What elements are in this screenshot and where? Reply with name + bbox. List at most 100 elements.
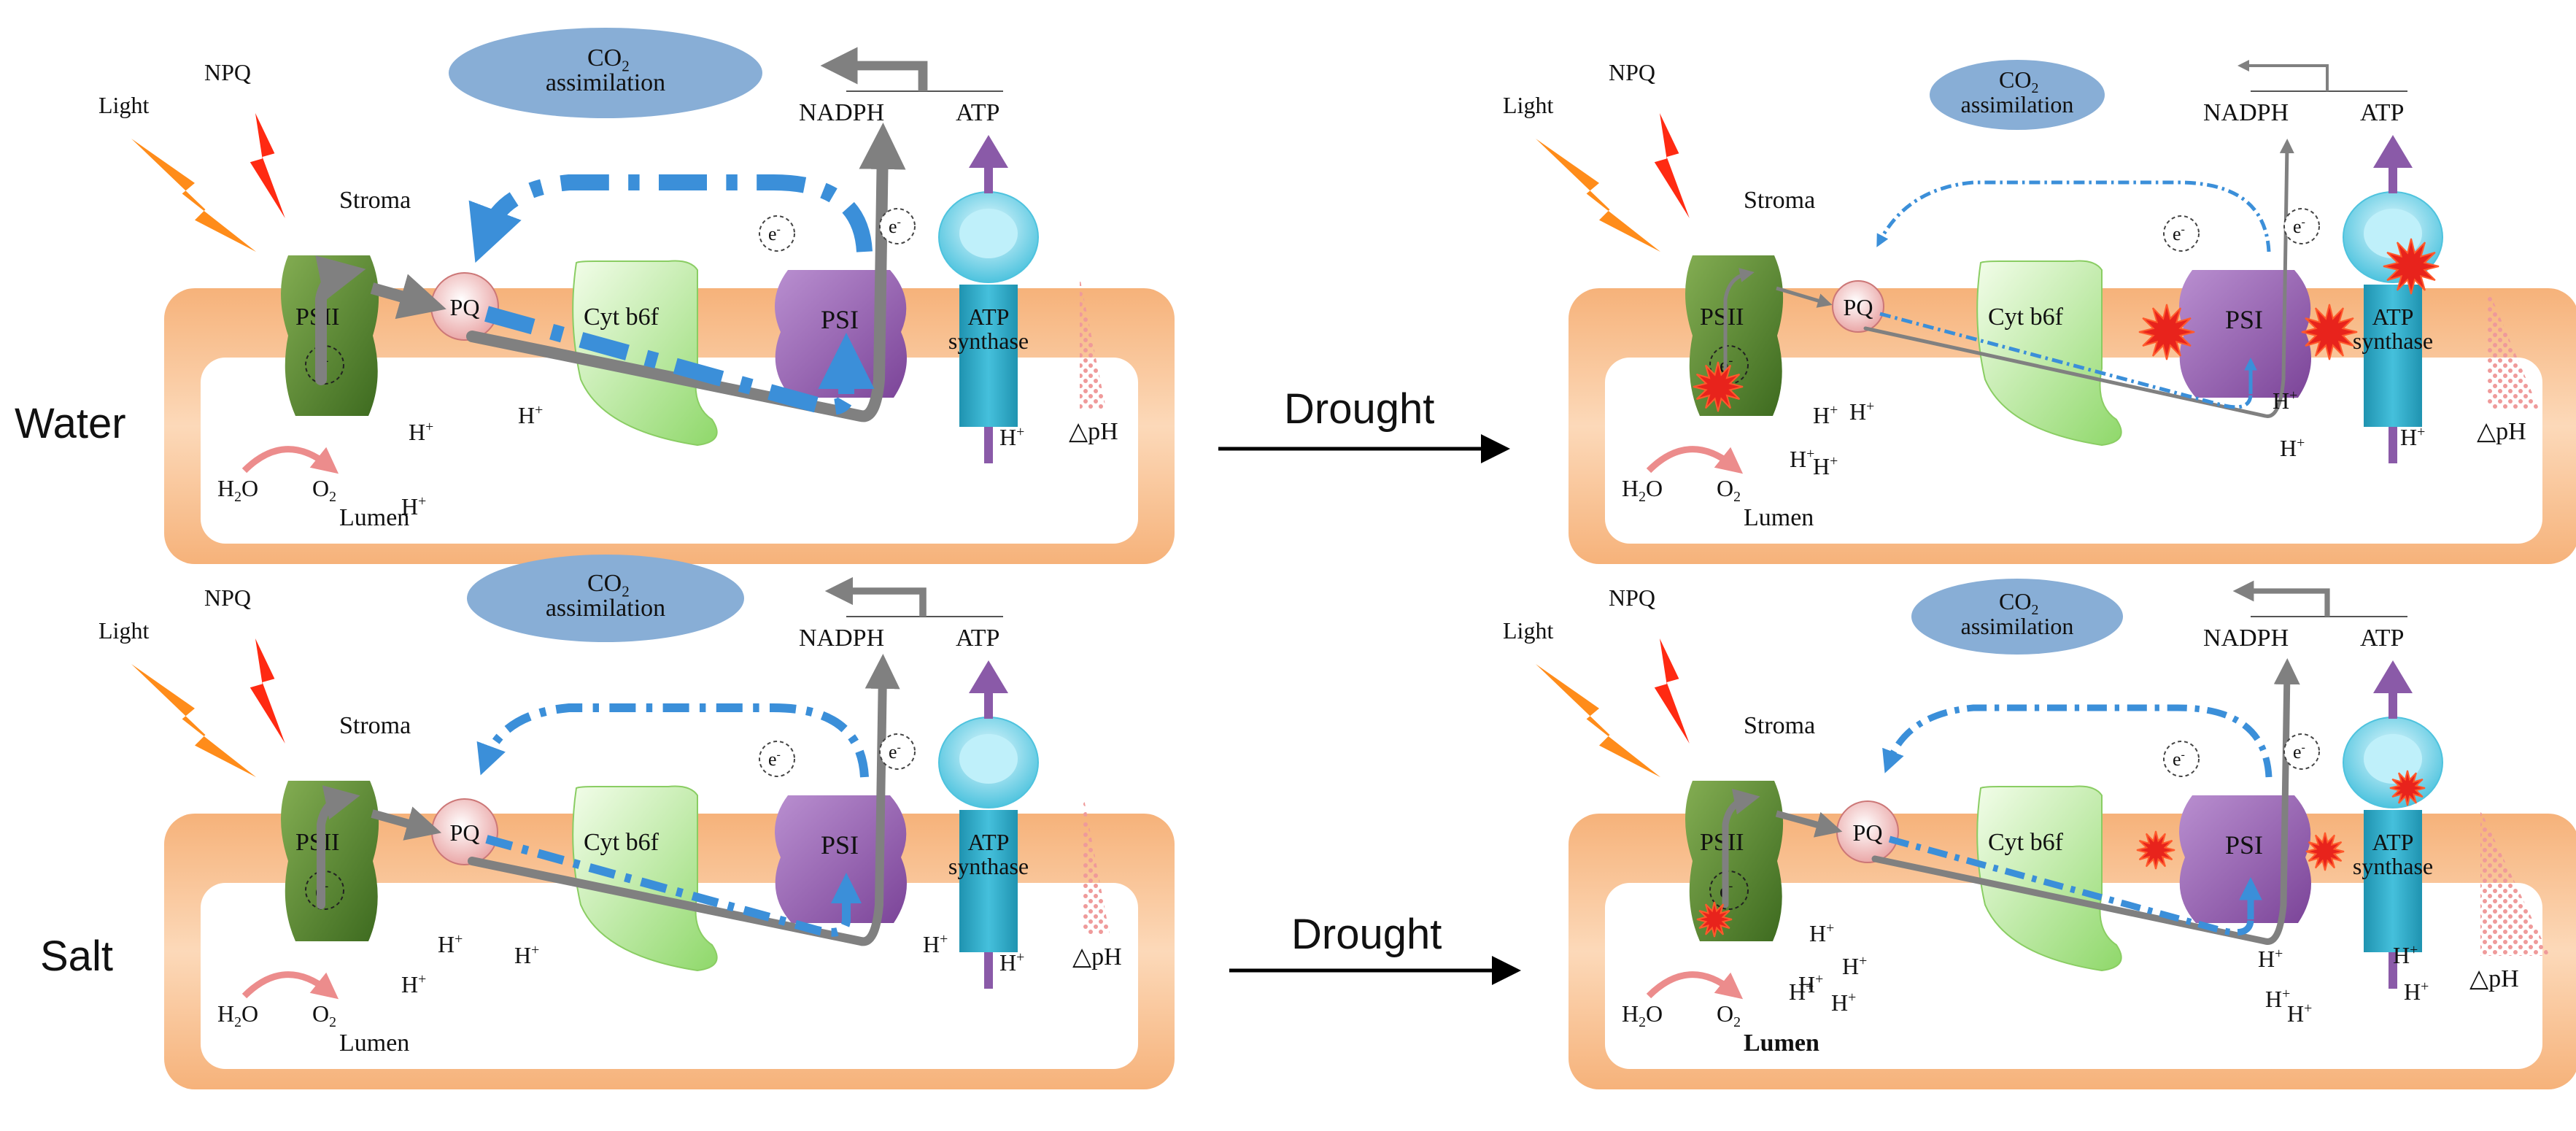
- npq-label: NPQ: [1609, 584, 1655, 611]
- ph-gradient-triangle: [1080, 277, 1106, 409]
- drought-label-top: Drought: [1284, 385, 1434, 433]
- lumen-space: [201, 883, 1138, 1069]
- proton-label-6: H+: [2280, 435, 2305, 461]
- lumen-label: Lumen: [339, 504, 409, 531]
- proton-label-3: H+: [1849, 398, 1874, 425]
- atp-synthase-proton-channel: [984, 427, 993, 463]
- proton-label-2: H+: [1809, 920, 1834, 946]
- proton-label-2: H+: [1813, 402, 1838, 428]
- npq-bolt-icon: [250, 638, 285, 744]
- linear-electron-flow: [468, 654, 900, 946]
- assimilation-label: assimilation: [546, 595, 665, 622]
- water-splitting-arrow: [1646, 446, 1744, 474]
- drought-arrow-top: Drought: [1218, 385, 1510, 463]
- nadph-label: NADPH: [799, 99, 884, 126]
- o2-label: O2: [312, 1000, 336, 1030]
- cyclic-flow-upper: [1876, 180, 2271, 252]
- electron-label: e-: [768, 749, 781, 770]
- cyclic-flow-upper: [476, 703, 869, 778]
- npq-bolt-icon: [1654, 113, 1690, 218]
- nadph-label: NADPH: [2203, 99, 2289, 126]
- co2-assimilation-ellipse: [1930, 60, 2105, 130]
- electron-circle-2: e-: [879, 733, 916, 770]
- atp-synthase-stalk: [2364, 285, 2422, 427]
- atp-synthase-stalk: [959, 285, 1018, 427]
- light-bolt-icon: [131, 139, 257, 252]
- panel-salt-drought: CO2assimilationLightNPQStromaLumenPSIIe-…: [1503, 579, 2576, 1089]
- pq-label: PQ: [450, 819, 480, 846]
- salt-label: Salt: [40, 933, 113, 980]
- psi-complex: [775, 795, 907, 923]
- cyclic-flow-lower: [485, 835, 851, 937]
- proton-label-2: H+: [401, 493, 426, 520]
- cyclic-flow-lower: [484, 306, 854, 415]
- panel-water-drought: CO2assimilationLightNPQStromaLumenPSIIe-…: [1503, 59, 2576, 564]
- psi-complex: [2179, 270, 2311, 398]
- psii-label: PSII: [1700, 829, 1744, 856]
- electron-label: e-: [2293, 741, 2305, 763]
- npq-label: NPQ: [1609, 59, 1655, 85]
- linear-electron-flow: [466, 123, 906, 422]
- delta-ph-label: △pH: [1069, 418, 1118, 445]
- co2-assimilation-ellipse: [449, 28, 762, 118]
- atp-synthase-label-2: synthase: [948, 328, 1029, 354]
- light-label: Light: [98, 617, 149, 644]
- linear-electron-flow: [1863, 139, 2294, 418]
- cyclic-flow-lower: [1888, 835, 2254, 936]
- atp-arrow-head: [2373, 135, 2413, 168]
- atp-arrow-head: [2373, 660, 2413, 693]
- delta-ph-label: △pH: [2469, 965, 2519, 992]
- stroma-label: Stroma: [1744, 712, 1815, 739]
- electron-label: e-: [889, 216, 901, 237]
- co2-label: CO2: [1999, 66, 2038, 96]
- proton-label-8: H+: [2287, 1000, 2312, 1027]
- electron-circle-2: e-: [2283, 208, 2320, 244]
- cyclic-flow-upper: [468, 174, 873, 263]
- psii-to-pq-arrow: [371, 806, 442, 841]
- atp-synthase-head-inner: [2364, 209, 2422, 258]
- atp-synthase-label-1: ATP: [968, 829, 1010, 855]
- npq-bolt-icon: [250, 113, 285, 218]
- proton-label-4: H+: [999, 424, 1024, 450]
- pq-molecule: [1832, 280, 1884, 333]
- atp-synthase-proton-channel: [984, 952, 993, 989]
- water-splitting-arrow: [241, 971, 339, 1000]
- lumen-space: [201, 358, 1138, 544]
- stroma-label: Stroma: [339, 712, 411, 739]
- proton-label-5: H+: [999, 949, 1024, 976]
- psii-electron-circle: [1709, 871, 1749, 910]
- products-to-co2-arrow: [820, 47, 928, 91]
- atp-arrow-shaft: [2389, 164, 2397, 193]
- electron-circle-1: e-: [2163, 741, 2200, 777]
- atp-synthase-label-1: ATP: [2372, 304, 2414, 330]
- damage-burst-icon-1: [2136, 830, 2175, 870]
- products-to-co2-arrow: [824, 576, 927, 617]
- o2-label: O2: [1717, 475, 1741, 505]
- damage-burst-icon-2: [2305, 832, 2345, 871]
- proton-label-5: H+: [1831, 989, 1856, 1016]
- light-label: Light: [1503, 617, 1553, 644]
- atp-label: ATP: [956, 99, 999, 126]
- panel-salt: CO2assimilationLightNPQStromaLumenPSIIe-…: [98, 555, 1175, 1089]
- electron-circle-1: e-: [759, 215, 795, 252]
- proton-label-5: H+: [2273, 387, 2297, 414]
- proton-label-3: H+: [518, 402, 543, 428]
- proton-label-9: H+: [2393, 942, 2418, 968]
- h2o-label: H2O: [1622, 1000, 1663, 1030]
- cyclic-flow-lower: [1879, 312, 2253, 409]
- o2-label: O2: [312, 475, 336, 505]
- cytb6f-label: Cyt b6f: [584, 829, 660, 856]
- cytb6f-complex: [1976, 785, 2122, 972]
- ph-gradient-triangle: [1083, 795, 1110, 934]
- atp-synthase-label-2: synthase: [2353, 853, 2433, 879]
- psi-label: PSI: [2225, 305, 2263, 334]
- light-bolt-icon: [1536, 139, 1661, 252]
- damage-burst-icon-3: [2389, 770, 2426, 806]
- proton-label-4: H+: [1813, 453, 1838, 479]
- psii-internal-flow: [1722, 788, 1760, 908]
- lumen-space: [1605, 358, 2542, 544]
- cytb6f-label: Cyt b6f: [1988, 829, 2064, 856]
- psii-complex: [281, 781, 379, 941]
- atp-label: ATP: [956, 625, 999, 652]
